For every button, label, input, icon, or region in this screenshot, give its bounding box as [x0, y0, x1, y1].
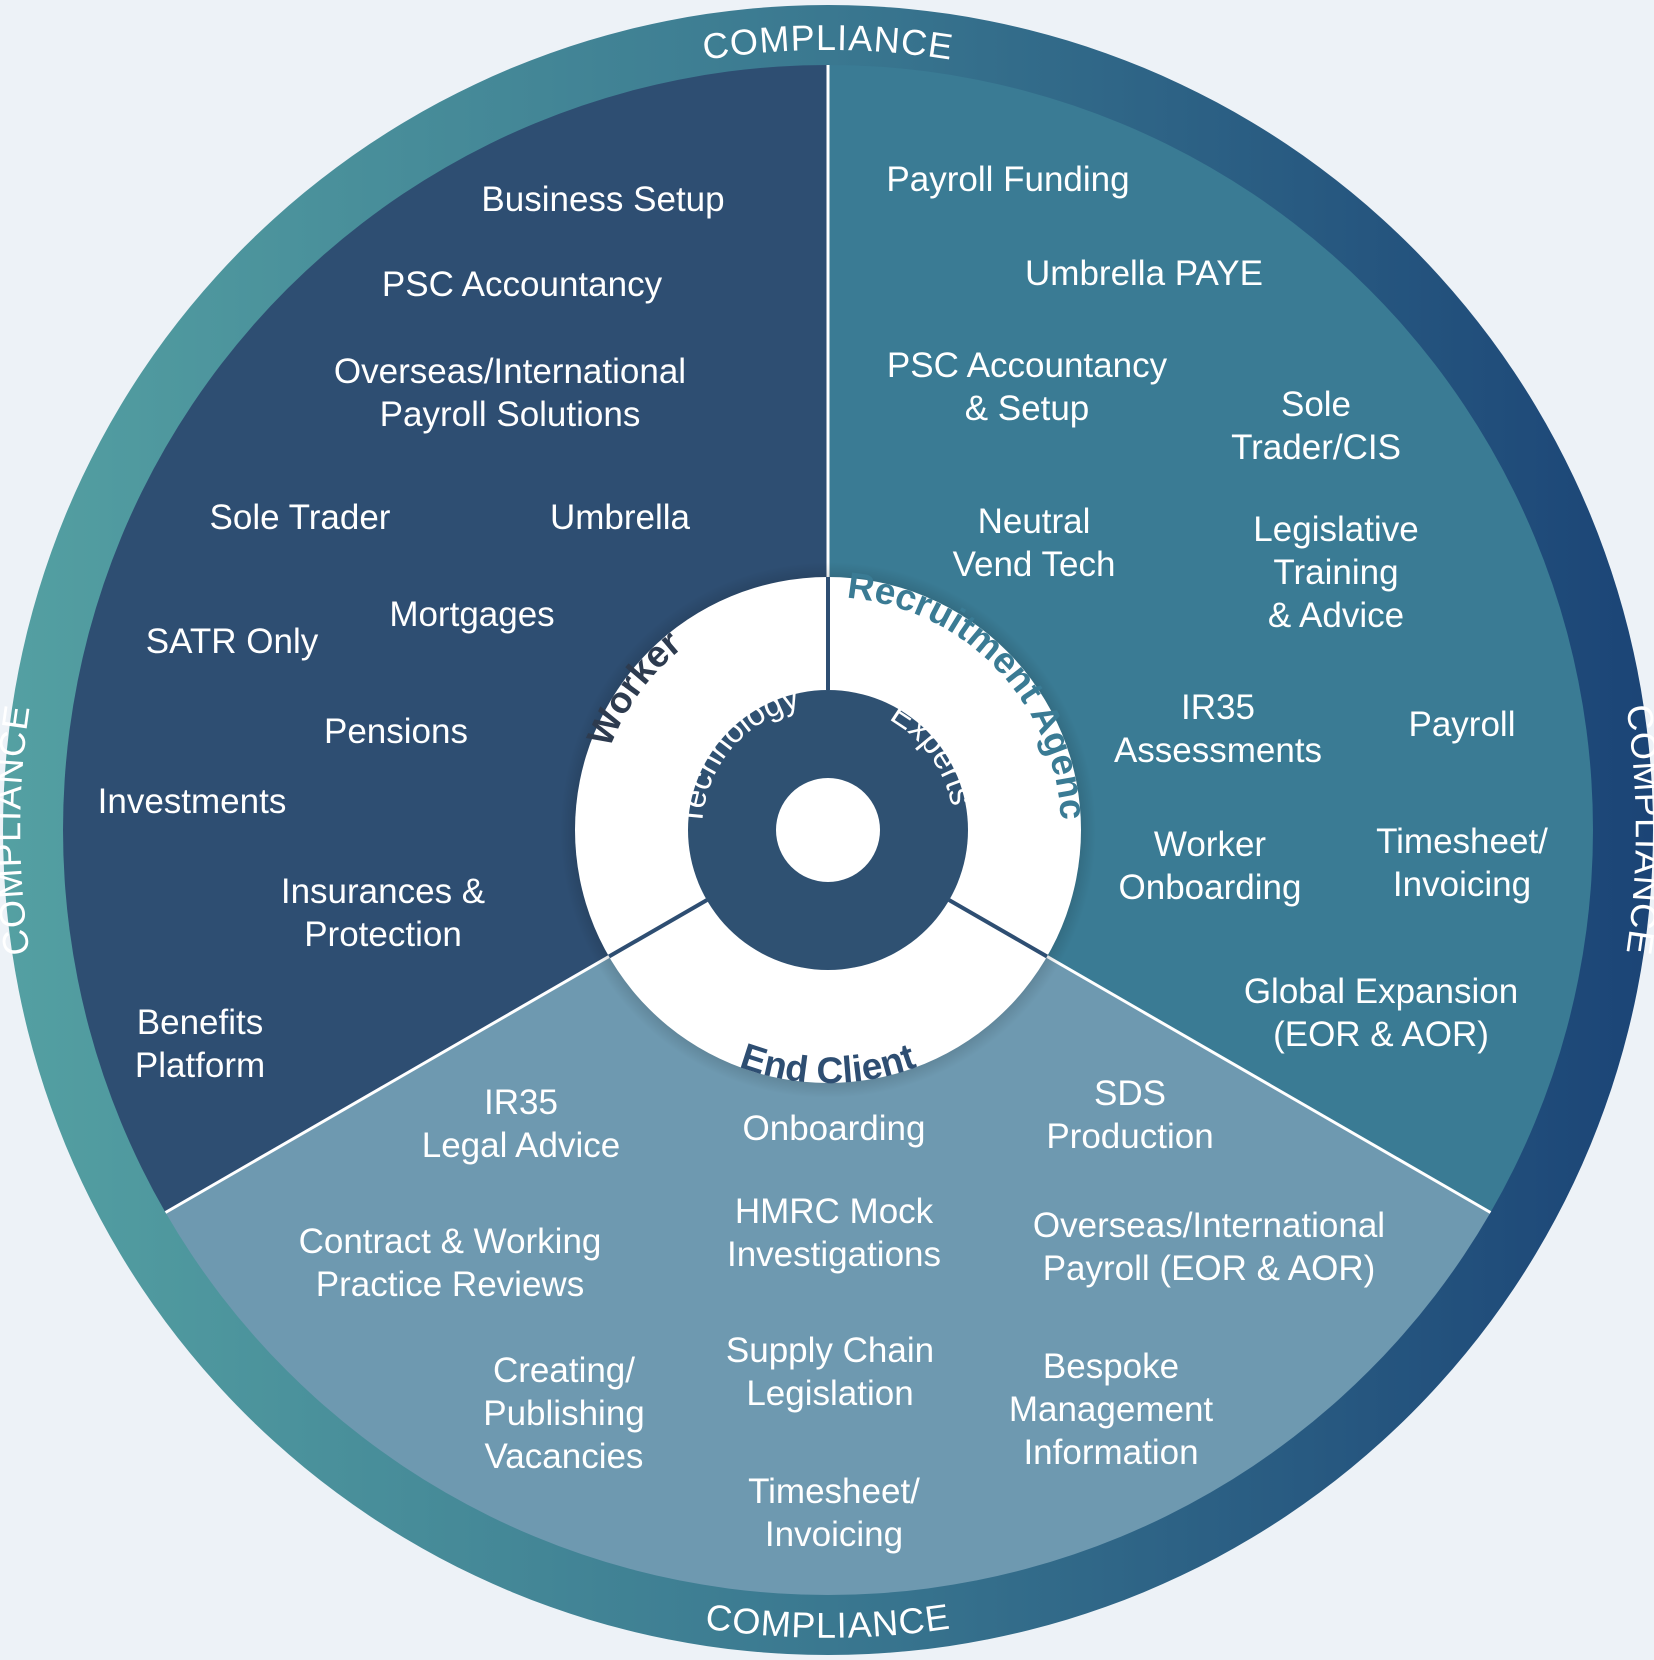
worker-service-item: SATR Only [146, 622, 319, 661]
agency-service-item: PSC Accountancy& Setup [887, 346, 1168, 428]
agency-service-item: Payroll Funding [886, 160, 1129, 199]
worker-service-item: Insurances &Protection [281, 872, 485, 954]
segment-divider-right [948, 898, 1048, 959]
agency-service-item: Payroll [1409, 705, 1516, 744]
worker-service-item: Investments [98, 782, 287, 821]
worker-service-item: Sole Trader [210, 498, 391, 537]
hub-center [776, 778, 880, 882]
worker-service-item: Business Setup [481, 180, 724, 219]
agency-service-item: Timesheet/Invoicing [1376, 822, 1548, 904]
client-service-item: Onboarding [743, 1109, 926, 1148]
worker-service-item: Umbrella [550, 498, 691, 537]
agency-service-item: Global Expansion(EOR & AOR) [1244, 972, 1518, 1054]
client-sector [165, 830, 1491, 1595]
client-service-item: Timesheet/Invoicing [748, 1472, 920, 1554]
agency-service-item: Umbrella PAYE [1025, 254, 1263, 293]
worker-service-item: Mortgages [389, 595, 554, 634]
worker-service-item: PSC Accountancy [382, 265, 663, 304]
segment-divider-left [608, 898, 708, 959]
worker-service-item: Pensions [324, 712, 468, 751]
